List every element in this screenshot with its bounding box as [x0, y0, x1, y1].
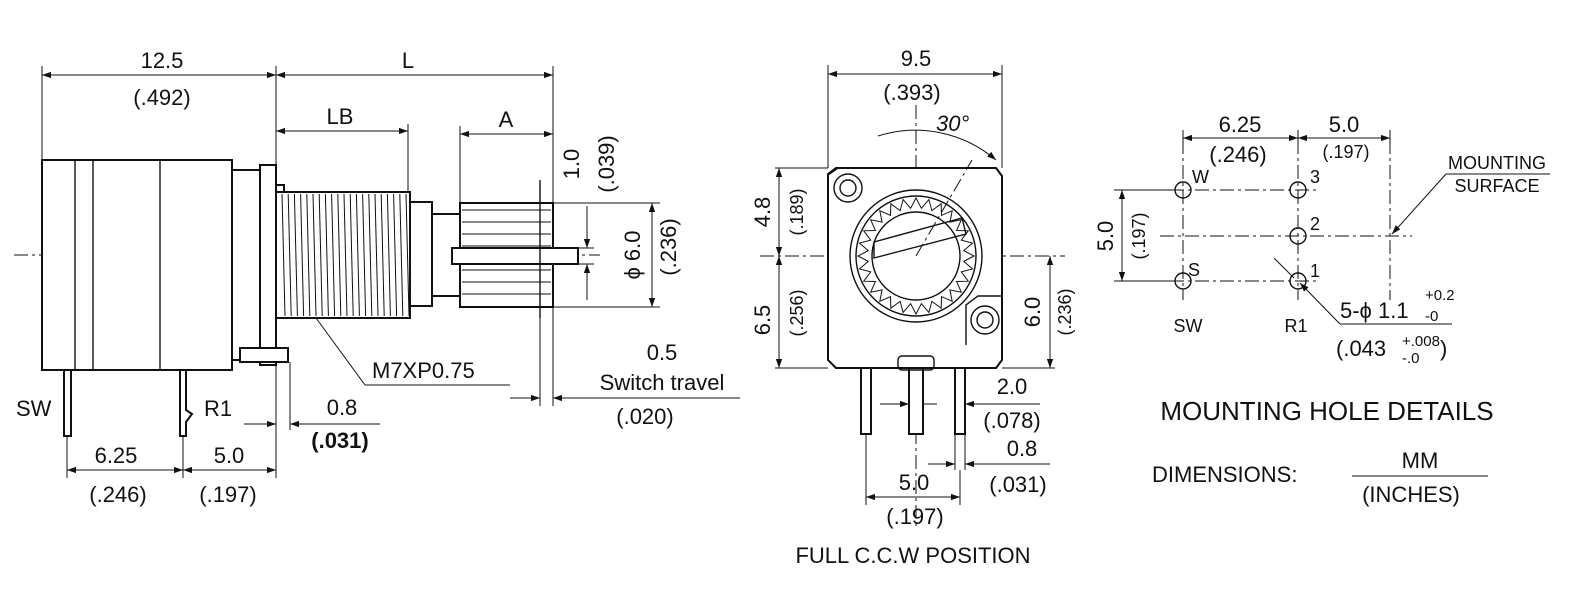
svg-text:(.236): (.236) — [656, 218, 681, 275]
thread-label: M7XP0.75 — [372, 358, 475, 383]
dim-pin-width: 0.8 — [327, 395, 358, 420]
switch-travel-value: 0.5 — [647, 340, 678, 365]
hole-label-sw: SW — [1174, 316, 1203, 336]
dim-A: A — [499, 107, 514, 132]
front-view: 30° 9.5 (.393) 4.8 (.189) 6.5 (.256) 6.0… — [750, 46, 1075, 568]
dim-L: L — [402, 48, 414, 73]
svg-text:(.246): (.246) — [89, 482, 146, 507]
legend-unit-mm: MM — [1402, 448, 1439, 473]
svg-text:(.078): (.078) — [983, 408, 1040, 433]
legend-label: DIMENSIONS: — [1152, 462, 1297, 487]
angle-label: 30° — [936, 111, 969, 136]
svg-text:(.189): (.189) — [787, 188, 807, 235]
hole-3 — [1289, 181, 1307, 199]
front-caption: FULL C.C.W POSITION — [795, 543, 1030, 568]
svg-text:(.197): (.197) — [886, 504, 943, 529]
legend-unit-inches: (INCHES) — [1362, 482, 1460, 507]
switch-travel-label: Switch travel — [600, 370, 725, 395]
dim-hole-r1: 5.0 — [1329, 112, 1360, 137]
thread-ridge — [386, 193, 391, 317]
thread-ridge — [399, 193, 404, 317]
thread-ridge — [368, 193, 373, 317]
thread-ridge — [312, 193, 317, 317]
mounting-surface-line1: MOUNTING — [1448, 153, 1546, 173]
thread-ridge — [324, 193, 329, 317]
dim-width: 9.5 — [901, 46, 932, 71]
pin-r1 — [179, 369, 194, 437]
dim-pitch: 2.0 — [997, 374, 1028, 399]
svg-text:(.031): (.031) — [989, 472, 1046, 497]
units-legend: DIMENSIONS: MM (INCHES) — [1152, 448, 1488, 507]
pin-sw — [63, 369, 72, 437]
dim-bottom-height: 6.5 — [750, 305, 775, 336]
dim-LB: LB — [327, 104, 354, 129]
svg-text:S: S — [1188, 260, 1200, 280]
rotor-outer — [849, 189, 983, 323]
svg-text:(.197): (.197) — [1322, 142, 1369, 162]
thread-ridge — [337, 193, 342, 317]
svg-text:(.236): (.236) — [1055, 288, 1075, 335]
thread-ridge — [343, 193, 348, 317]
thread-ridge — [380, 193, 385, 317]
svg-text:3: 3 — [1310, 167, 1320, 187]
svg-text:(.256): (.256) — [787, 289, 807, 336]
dim-hole-sw: 6.25 — [1219, 112, 1262, 137]
svg-text:-.0: -.0 — [1402, 350, 1420, 367]
dim-shaft-diameter: ϕ 6.0 — [620, 230, 645, 279]
thread-ridge — [374, 193, 379, 317]
svg-text:(.197): (.197) — [199, 482, 256, 507]
thread-ridge — [405, 193, 410, 317]
thread-ridge — [300, 193, 305, 317]
thread-ridge — [393, 193, 398, 317]
dim-hole-vertical: 5.0 — [1093, 221, 1118, 252]
svg-text:(.043: (.043 — [1336, 336, 1386, 361]
dim-top-height: 4.8 — [750, 197, 775, 228]
dim-r1-spacing: 5.0 — [214, 443, 245, 468]
svg-text:+0.2: +0.2 — [1425, 287, 1455, 304]
svg-text:(.393): (.393) — [883, 80, 940, 105]
label-r1: R1 — [204, 396, 232, 421]
dim-pin: 0.8 — [1007, 436, 1038, 461]
thread-ridge — [306, 193, 311, 317]
svg-text:(.197): (.197) — [1129, 212, 1149, 259]
dim-flat: 1.0 — [559, 149, 584, 180]
hole-details-title: MOUNTING HOLE DETAILS — [1160, 396, 1493, 426]
thread-ridge — [349, 193, 354, 317]
svg-text:(.020): (.020) — [616, 404, 673, 429]
thread-ridge — [318, 193, 323, 317]
rotor-slot — [873, 217, 967, 259]
dim-span: 5.0 — [899, 470, 930, 495]
side-view: 12.5 (.492) L LB A 1.0 (.039) ϕ 6.0 (.23… — [14, 48, 740, 507]
front-body — [827, 167, 1003, 369]
thread-ridge — [281, 193, 286, 317]
thread-ridge — [287, 193, 292, 317]
thread-ridge — [355, 193, 360, 317]
label-sw: SW — [16, 396, 52, 421]
mounting-hole-details: W S 3 2 1 6.25 (.246) 5.0 (.197) 5.0 (.1… — [1093, 112, 1550, 426]
thread-ridge — [293, 193, 298, 317]
svg-text:(.246): (.246) — [1209, 142, 1266, 167]
svg-text:2: 2 — [1310, 214, 1320, 234]
dim-sw-spacing: 6.25 — [95, 443, 138, 468]
thread-ridge — [362, 193, 367, 317]
rotor-teeth — [856, 196, 976, 316]
side-body — [41, 159, 233, 371]
hole-label-r1: R1 — [1284, 316, 1307, 336]
hole-2 — [1289, 227, 1307, 245]
dim-body-length: 12.5 — [141, 48, 184, 73]
thread-ridge — [331, 193, 336, 317]
hole-callout: 5-ϕ 1.1 — [1340, 298, 1409, 323]
mounting-surface-line2: SURFACE — [1454, 176, 1539, 196]
svg-text:+.008: +.008 — [1402, 333, 1440, 350]
dim-right-height: 6.0 — [1020, 297, 1045, 328]
svg-text:-0: -0 — [1425, 308, 1438, 325]
svg-text:): ) — [1440, 336, 1447, 361]
svg-text:1: 1 — [1310, 261, 1320, 281]
svg-text:W: W — [1192, 167, 1209, 187]
svg-text:(.039): (.039) — [594, 135, 619, 192]
hole-1 — [1289, 272, 1307, 290]
svg-text:(.031): (.031) — [311, 428, 368, 453]
svg-text:(.492): (.492) — [133, 85, 190, 110]
